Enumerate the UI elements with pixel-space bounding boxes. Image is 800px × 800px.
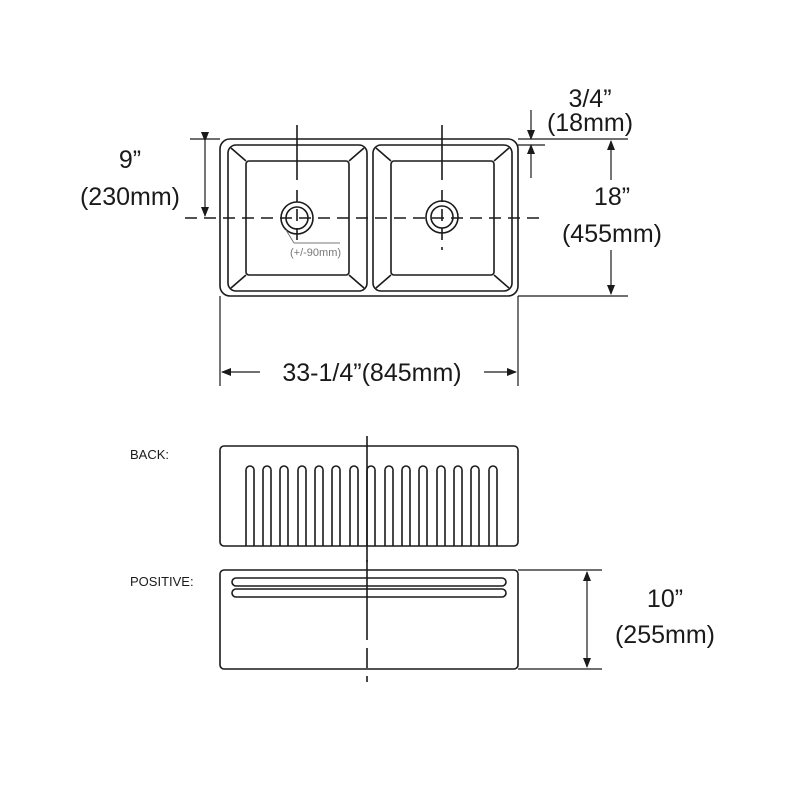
top-view: (+/-90mm) 9” (230mm) 3/4” (18mm) 18” (45… (80, 85, 662, 387)
dim-230mm: (230mm) (80, 183, 180, 211)
dim-3-4in: 3/4” (568, 85, 611, 113)
dim-width: 33-1/4”(845mm) (282, 359, 461, 387)
back-view: BACK: (130, 436, 519, 562)
drain-offset-note: (+/-90mm) (290, 247, 341, 259)
back-panel (219, 445, 519, 547)
dim-255mm: (255mm) (615, 621, 715, 649)
back-label: BACK: (130, 447, 169, 462)
dim-9in: 9” (119, 146, 141, 174)
flutes (245, 465, 498, 546)
positive-label: POSITIVE: (130, 574, 194, 589)
dim-18mm: (18mm) (547, 109, 633, 137)
front-panel (219, 569, 519, 670)
front-groove-2 (231, 588, 507, 598)
dim-18in: 18” (594, 183, 630, 211)
dim-455mm: (455mm) (562, 220, 662, 248)
dim-10in: 10” (647, 585, 683, 613)
front-groove-1 (231, 577, 507, 587)
front-view: POSITIVE: 10” (255mm) (130, 560, 715, 682)
